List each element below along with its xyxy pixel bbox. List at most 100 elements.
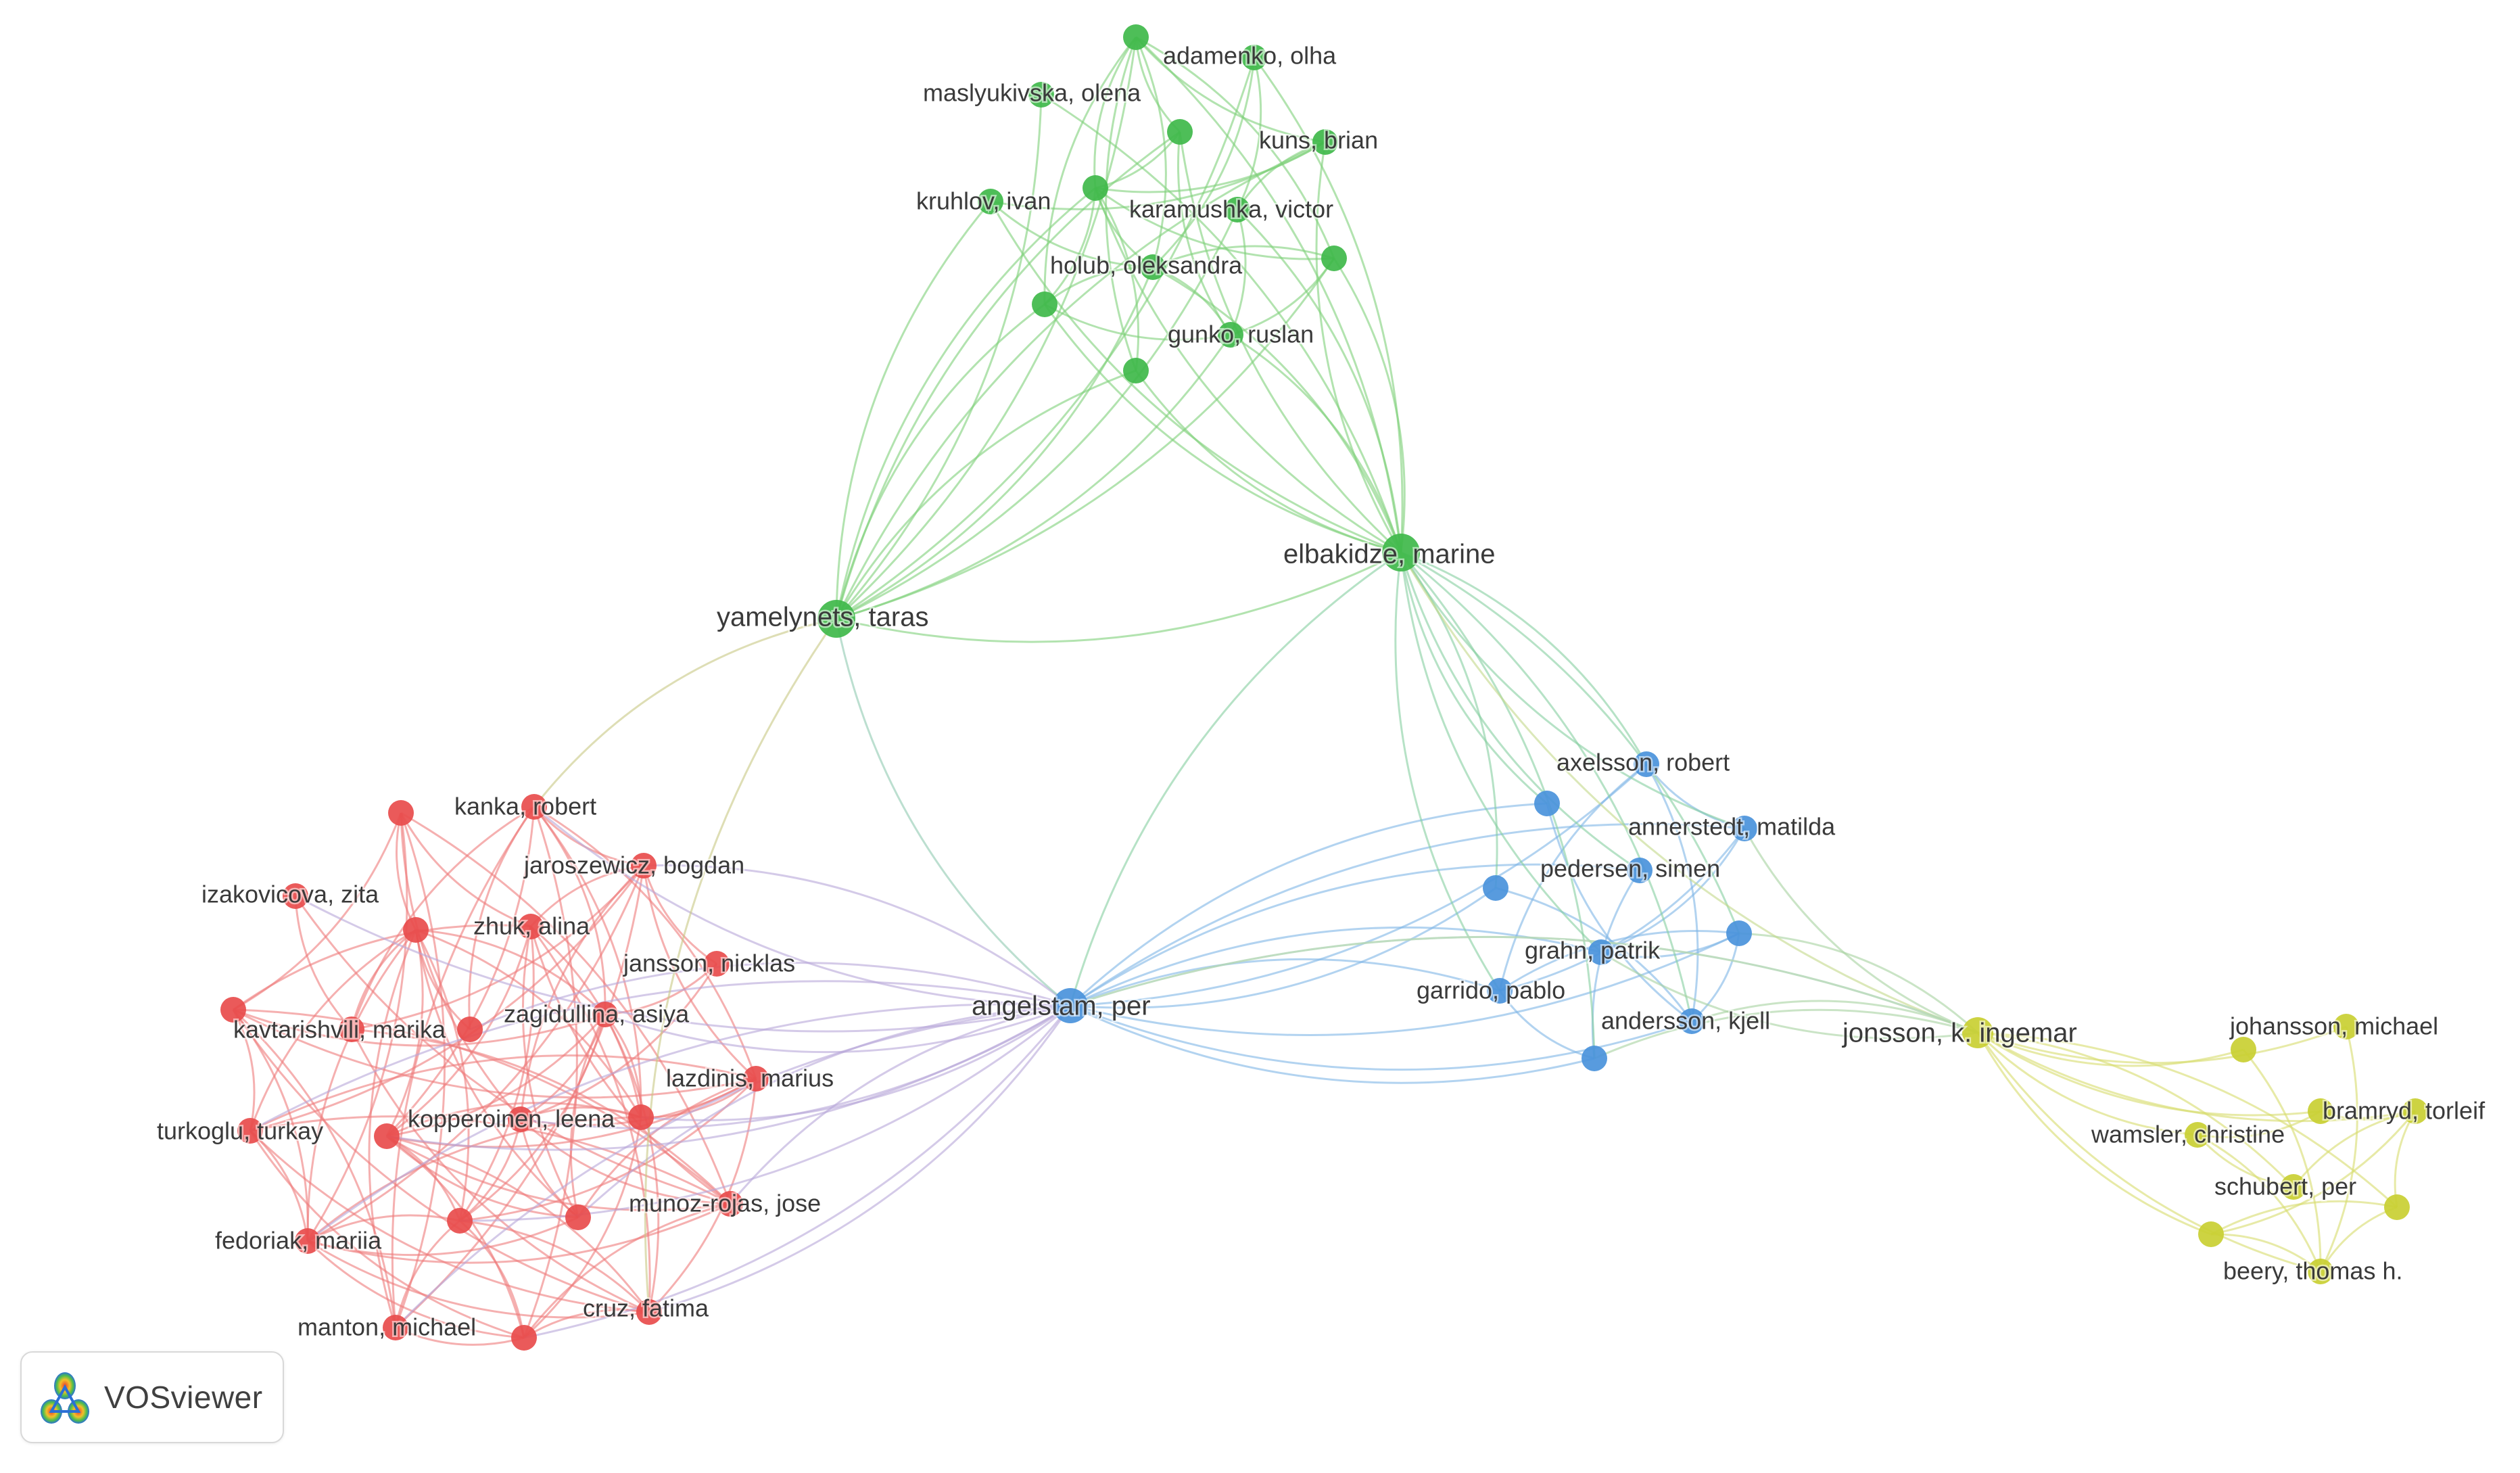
- node-r18[interactable]: [565, 1205, 591, 1230]
- label-adamenko[interactable]: adamenko, olha: [1162, 40, 1339, 71]
- node-karamushka[interactable]: [1225, 197, 1250, 223]
- node-turkoglu[interactable]: [237, 1118, 263, 1144]
- node-gunko[interactable]: [1218, 322, 1243, 348]
- label-andersson[interactable]: andersson, kjell: [1600, 1005, 1772, 1036]
- node-zhuk[interactable]: [518, 914, 544, 939]
- node-jonsson[interactable]: [1962, 1017, 1993, 1048]
- node-jansson[interactable]: [704, 951, 730, 977]
- node-y7[interactable]: [2384, 1194, 2410, 1220]
- node-adamenko[interactable]: [1241, 45, 1267, 70]
- node-elbakidze[interactable]: [1382, 534, 1420, 571]
- node-holub[interactable]: [1140, 254, 1166, 280]
- label-fedoriak[interactable]: fedoriak, mariia: [214, 1225, 384, 1256]
- label-kuns[interactable]: kuns, brian: [1258, 124, 1380, 156]
- edge-kopperoinen-r17: [459, 1119, 522, 1222]
- node-angelstam[interactable]: [1053, 988, 1088, 1023]
- label-gunko[interactable]: gunko, ruslan: [1166, 319, 1316, 350]
- node-r17[interactable]: [447, 1208, 473, 1234]
- edge-elbakidze-b5: [1400, 552, 1498, 889]
- node-kruhlov[interactable]: [978, 189, 1003, 214]
- label-angelstam[interactable]: angelstam, per: [970, 989, 1153, 1023]
- node-wamsler[interactable]: [2185, 1122, 2210, 1148]
- node-kopperoinen[interactable]: [508, 1106, 533, 1132]
- node-cruz[interactable]: [511, 1325, 537, 1351]
- label-maslyukivska[interactable]: maslyukivska, olena: [922, 77, 1143, 108]
- node-g1[interactable]: [1123, 24, 1149, 50]
- label-kopperoinen[interactable]: kopperoinen, leena: [406, 1103, 617, 1134]
- node-maslyukivska[interactable]: [1028, 82, 1054, 108]
- label-zhuk[interactable]: zhuk, alina: [472, 910, 592, 941]
- node-kuns[interactable]: [1312, 129, 1338, 155]
- label-annerstedt[interactable]: annerstedt, matilda: [1627, 811, 1838, 842]
- node-andersson[interactable]: [1679, 1008, 1705, 1034]
- node-garrido[interactable]: [1487, 978, 1513, 1004]
- node-johansson[interactable]: [2333, 1014, 2359, 1039]
- label-elbakidze[interactable]: elbakidze, marine: [1282, 538, 1498, 571]
- node-r10[interactable]: [457, 1016, 483, 1042]
- node-izakovicova[interactable]: [283, 883, 308, 909]
- node-y8[interactable]: [2198, 1221, 2224, 1247]
- node-grahn[interactable]: [1588, 939, 1614, 965]
- node-pedersen[interactable]: [1627, 858, 1653, 883]
- label-manton[interactable]: manton, michael: [296, 1311, 478, 1342]
- label-pedersen[interactable]: pedersen, simen: [1539, 853, 1722, 884]
- label-garrido[interactable]: garrido, pablo: [1415, 975, 1567, 1006]
- node-lazdinis[interactable]: [743, 1066, 769, 1092]
- node-annerstedt[interactable]: [1732, 816, 1757, 841]
- node-munoz[interactable]: [717, 1191, 743, 1217]
- node-kanka[interactable]: [521, 794, 547, 820]
- node-b2[interactable]: [1534, 791, 1560, 816]
- node-zagidullina[interactable]: [592, 1002, 618, 1027]
- label-bramryd[interactable]: bramryd, torleif: [2321, 1095, 2488, 1126]
- label-munoz[interactable]: munoz-rojas, jose: [627, 1188, 823, 1219]
- node-g11[interactable]: [1032, 291, 1057, 317]
- node-y4[interactable]: [2308, 1098, 2333, 1124]
- node-r13[interactable]: [374, 1123, 400, 1149]
- node-y2[interactable]: [2231, 1037, 2256, 1062]
- label-kanka[interactable]: kanka, robert: [453, 791, 598, 822]
- node-schubert[interactable]: [2281, 1174, 2306, 1200]
- node-beery[interactable]: [2308, 1259, 2333, 1284]
- label-jonsson[interactable]: jonsson, k. ingemar: [1840, 1016, 2079, 1050]
- node-b7[interactable]: [1726, 920, 1752, 946]
- label-zagidullina[interactable]: zagidullina, asiya: [502, 998, 692, 1029]
- node-b10[interactable]: [1582, 1046, 1607, 1071]
- label-grahn[interactable]: grahn, patrik: [1523, 935, 1663, 966]
- label-turkoglu[interactable]: turkoglu, turkay: [156, 1115, 325, 1146]
- node-manton[interactable]: [383, 1315, 408, 1340]
- label-beery[interactable]: beery, thomas h.: [2222, 1255, 2404, 1286]
- node-axelsson[interactable]: [1634, 751, 1659, 777]
- vosviewer-logo[interactable]: VOSviewer: [20, 1351, 284, 1443]
- label-kruhlov[interactable]: kruhlov, ivan: [915, 185, 1053, 216]
- label-karamushka[interactable]: karamushka, victor: [1128, 193, 1335, 225]
- label-cruz[interactable]: cruz, fatima: [581, 1292, 711, 1324]
- node-g13[interactable]: [1123, 358, 1149, 383]
- node-r1[interactable]: [388, 800, 414, 826]
- label-jaroszewicz[interactable]: jaroszewicz, bogdan: [522, 849, 746, 881]
- node-g6[interactable]: [1083, 175, 1108, 201]
- node-g4[interactable]: [1167, 119, 1193, 145]
- label-jansson[interactable]: jansson, nicklas: [621, 948, 797, 979]
- label-schubert[interactable]: schubert, per: [2213, 1171, 2358, 1202]
- node-kavtarishvili[interactable]: [339, 1016, 364, 1042]
- node-r22[interactable]: [636, 1299, 662, 1325]
- label-yamelynets[interactable]: yamelynets, taras: [715, 601, 930, 634]
- label-izakovicova[interactable]: izakovicova, zita: [200, 879, 381, 910]
- node-b5[interactable]: [1483, 875, 1508, 901]
- label-lazdinis[interactable]: lazdinis, marius: [665, 1062, 836, 1094]
- node-bramryd[interactable]: [2402, 1098, 2428, 1124]
- node-fedoriak[interactable]: [295, 1228, 320, 1254]
- node-r4[interactable]: [403, 917, 429, 943]
- label-johansson[interactable]: johansson, michael: [2228, 1010, 2440, 1042]
- node-g10[interactable]: [1321, 246, 1347, 271]
- label-wamsler[interactable]: wamsler, christine: [2089, 1119, 2287, 1150]
- node-yamelynets[interactable]: [817, 600, 855, 638]
- label-holub[interactable]: holub, oleksandra: [1049, 250, 1245, 281]
- label-kavtarishvili[interactable]: kavtarishvili, marika: [232, 1014, 448, 1045]
- node-r7[interactable]: [220, 997, 246, 1023]
- node-r15[interactable]: [628, 1104, 654, 1130]
- label-axelsson[interactable]: axelsson, robert: [1555, 747, 1732, 778]
- node-jaroszewicz[interactable]: [631, 853, 657, 879]
